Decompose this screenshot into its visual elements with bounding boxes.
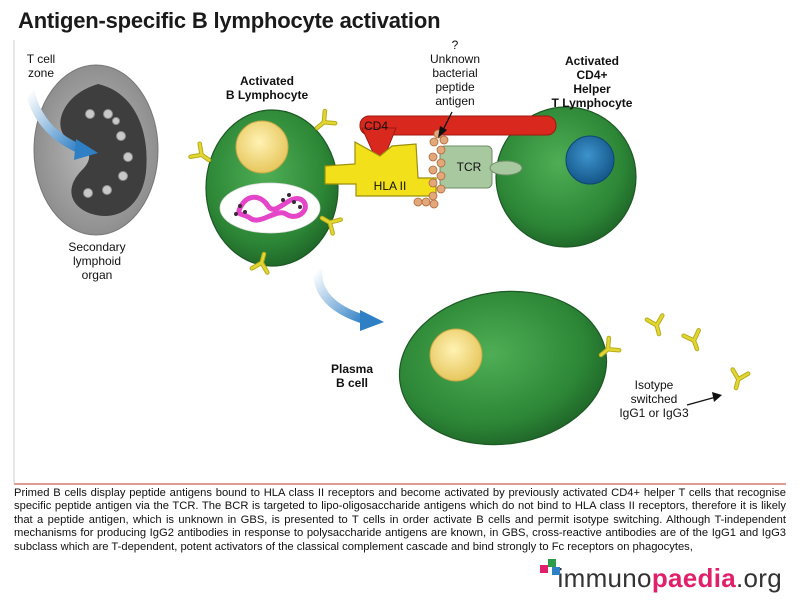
peptide-antigen-icon	[236, 194, 308, 223]
logo-text-pre: immuno	[557, 563, 652, 593]
label-line: IgG1 or IgG3	[619, 406, 689, 420]
label-line: CD4+	[576, 68, 608, 82]
label-line: Activated	[564, 54, 620, 68]
logo-text-mid: paedia	[651, 563, 736, 593]
tcr-label: TCR	[456, 160, 482, 174]
t-zone-arrowhead-icon	[74, 139, 98, 160]
cd4-receptor-icon	[359, 115, 557, 170]
hla-ii-receptor-icon	[324, 140, 437, 197]
cd4-label: CD4	[364, 119, 389, 133]
t-zone-arrow-icon	[25, 87, 85, 154]
label-line: Unknown	[429, 52, 481, 66]
diagram-svg	[13, 40, 786, 485]
label-line: ?	[451, 38, 459, 52]
isotype-pointer-arrow-icon	[686, 396, 717, 406]
label-line: B cell	[335, 376, 368, 390]
label-line: Helper	[573, 82, 611, 96]
secondary-organ-label: Secondary lymphoid organ	[58, 240, 136, 282]
hla-ii-label: HLA II	[373, 179, 407, 193]
page-title: Antigen-specific B lymphocyte activation	[18, 8, 441, 33]
activated-b-label: Activated B Lymphocyte	[206, 74, 328, 102]
plasma-b-cell	[398, 290, 619, 446]
immunopaedia-logo[interactable]: immunopaedia.org	[539, 559, 782, 594]
label-line: T Lymphocyte	[551, 96, 633, 110]
isotype-label: Isotype switched IgG1 or IgG3	[612, 378, 696, 420]
label-line: bacterial	[432, 66, 478, 80]
label-line: organ	[81, 268, 113, 282]
lymphoid-organ-icon	[33, 64, 159, 236]
unknown-antigen-label: ? Unknown bacterial peptide antigen	[418, 38, 492, 108]
logo-text-post: .org	[735, 563, 782, 593]
label-line: switched	[630, 392, 678, 406]
label-line: zone	[27, 66, 55, 80]
differentiation-arrow-icon	[313, 265, 371, 325]
tcr-receptor-icon	[439, 145, 523, 189]
t-cell-zone-label: T cell zone	[14, 52, 68, 80]
label-line: lymphoid	[72, 254, 122, 268]
caption-text: Primed B cells display peptide antigens …	[14, 487, 786, 553]
label-line: peptide	[435, 80, 475, 94]
label-line: Activated	[239, 74, 295, 88]
activated-t-cell	[495, 106, 637, 248]
label-line: antigen	[435, 94, 475, 108]
peptide-beads-icon	[413, 129, 449, 209]
label-line: Secondary	[68, 240, 126, 254]
label-line: T cell	[26, 52, 56, 66]
label-line: Isotype	[634, 378, 674, 392]
logo-cubes-icon	[539, 559, 560, 575]
diagram-area: Antigen-specific B lymphocyte activation…	[13, 8, 786, 485]
label-line: B Lymphocyte	[225, 88, 309, 102]
activated-b-cell	[190, 110, 340, 272]
label-line: Plasma	[330, 362, 374, 376]
plasma-cell-label: Plasma B cell	[320, 362, 384, 390]
activated-t-label: Activated CD4+ Helper T Lymphocyte	[536, 54, 648, 110]
